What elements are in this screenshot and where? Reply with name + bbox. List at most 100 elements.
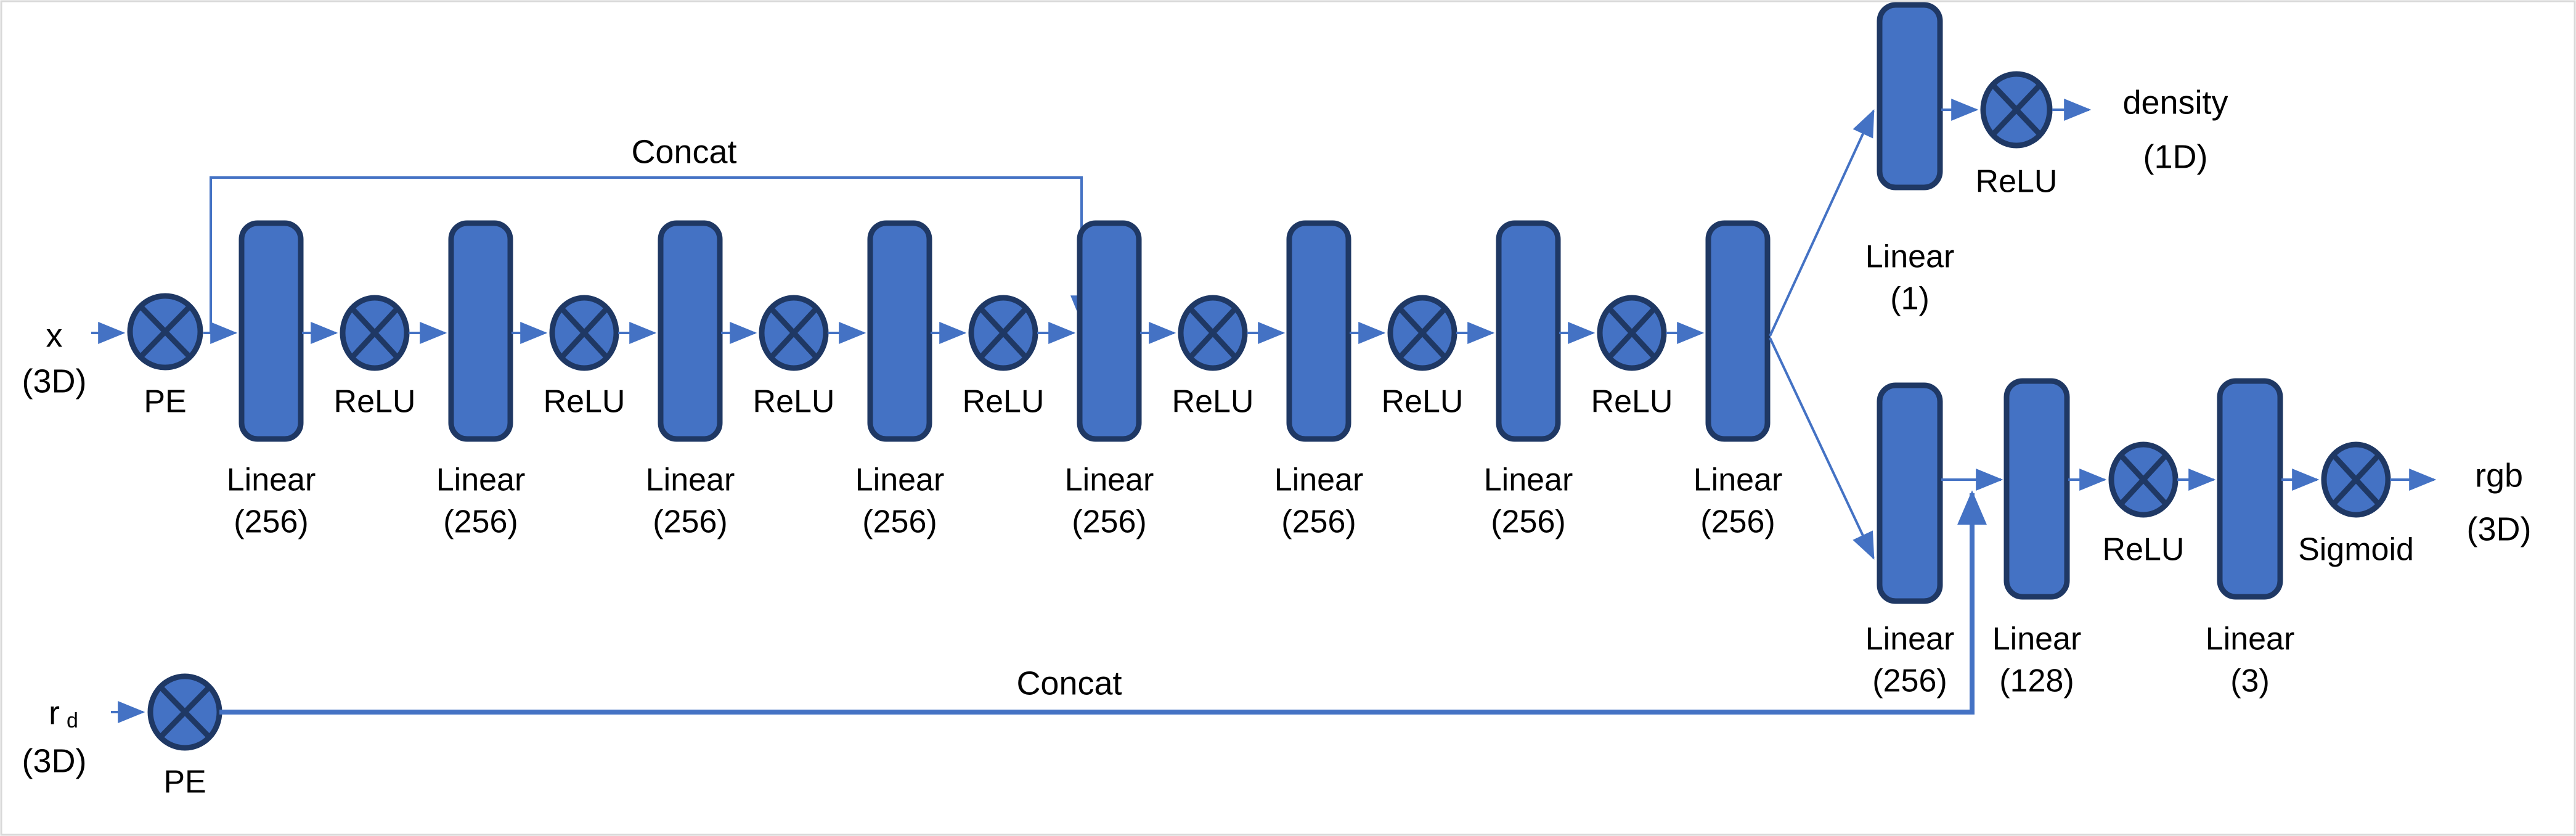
pe-direction-label: PE [163, 764, 206, 800]
trunk-linear-6: Linear (256) [1274, 220, 1364, 540]
trunk-relu-1-cross-b [349, 306, 400, 360]
rgb-sigmoid: Sigmoid [2298, 441, 2414, 568]
input-rd-symbol: r [49, 694, 60, 731]
trunk-relu-1-label: ReLU [334, 384, 416, 420]
rgb-linear-128: Linear (128) [1992, 378, 2082, 699]
trunk-relu-6-cross-b [1397, 306, 1448, 360]
trunk-linear-2-label: Linear [436, 462, 526, 498]
rgb-relu: ReLU [2103, 441, 2185, 568]
rgb-linear-128-units: (128) [1999, 663, 2074, 699]
trunk-linear-5-block [1077, 220, 1142, 442]
rgb-linear-3-units: (3) [2230, 663, 2270, 699]
pe-position-node: PE [127, 293, 203, 420]
rgb-linear-256-label: Linear [1865, 621, 1955, 657]
output-rgb-label: rgb [2475, 457, 2523, 494]
rgb-linear-3-block [2217, 378, 2283, 600]
trunk-relu-4: ReLU [963, 295, 1045, 420]
trunk-linear-4: Linear (256) [855, 220, 945, 540]
trunk-relu-2-label: ReLU [544, 384, 626, 420]
fork-wire-to-rgb-branch [1769, 337, 1875, 560]
trunk-linear-7-units: (256) [1491, 504, 1565, 540]
density-linear-block [1877, 2, 1943, 191]
pe-direction-cross-b [158, 684, 212, 740]
trunk-linear-8-units: (256) [1700, 504, 1775, 540]
trunk-linear-4-units: (256) [862, 504, 937, 540]
trunk-linear-4-label: Linear [855, 462, 945, 498]
trunk-linear-3-block [658, 220, 723, 442]
output-density-label: density [2122, 84, 2228, 121]
trunk-linear-2-block [448, 220, 513, 442]
trunk-linear-2-units: (256) [443, 504, 518, 540]
trunk-linear-1-block [238, 220, 304, 442]
rgb-relu-label: ReLU [2103, 532, 2185, 568]
density-relu-cross-b [1990, 82, 2043, 137]
output-rgb-dims: (3D) [2467, 510, 2532, 547]
trunk-linear-1-units: (256) [234, 504, 308, 540]
trunk-linear-1: Linear (256) [227, 220, 316, 540]
input-x-dims: (3D) [22, 363, 87, 400]
pe-position-label: PE [144, 384, 186, 420]
rgb-linear-128-label: Linear [1992, 621, 2082, 657]
trunk-relu-4-label: ReLU [963, 384, 1045, 420]
rgb-linear-256-units: (256) [1872, 663, 1947, 699]
trunk-linear-3-label: Linear [646, 462, 735, 498]
rgb-linear-256-block [1877, 382, 1943, 604]
trunk-linear-6-units: (256) [1281, 504, 1356, 540]
density-relu-label: ReLU [1976, 164, 2058, 200]
concat-top-skip-wire [210, 176, 1093, 333]
concat-bottom-skip-wire [219, 490, 1987, 715]
trunk-relu-3: ReLU [753, 295, 835, 420]
trunk-linear-5-label: Linear [1065, 462, 1154, 498]
trunk-linear-6-block [1286, 220, 1351, 442]
trunk-linear-2: Linear (256) [436, 220, 526, 540]
trunk-relu-2: ReLU [544, 295, 626, 420]
trunk-linear-7-label: Linear [1484, 462, 1573, 498]
concat-bottom-label: Concat [1016, 665, 1122, 702]
density-relu: ReLU [1976, 71, 2058, 200]
density-linear-units: (1) [1890, 281, 1930, 317]
input-direction-group: r d (3D) [22, 694, 87, 779]
trunk-linear-5: Linear (256) [1065, 220, 1154, 540]
trunk-relu-7: ReLU [1591, 295, 1673, 420]
trunk-relu-4-cross-b [978, 306, 1029, 360]
trunk-relu-5-label: ReLU [1172, 384, 1254, 420]
trunk-relu-3-cross-b [768, 306, 819, 360]
rgb-linear-3-label: Linear [2206, 621, 2295, 657]
pe-position-cross-b [138, 304, 192, 359]
pe-direction-node: PE [147, 673, 222, 800]
input-rd-subscript: d [67, 709, 78, 732]
density-linear-label: Linear [1865, 239, 1955, 275]
rgb-sigmoid-cross-b [2331, 453, 2381, 507]
trunk-relu-5: ReLU [1172, 295, 1254, 420]
trunk-linear-8: Linear (256) [1694, 220, 1783, 540]
trunk-relu-3-label: ReLU [753, 384, 835, 420]
trunk-linear-4-block [867, 220, 932, 442]
trunk-relu-7-cross-b [1607, 306, 1657, 360]
trunk-linear-8-label: Linear [1694, 462, 1783, 498]
trunk-linear-3-units: (256) [653, 504, 727, 540]
trunk-relu-5-cross-b [1188, 306, 1238, 360]
rgb-sigmoid-label: Sigmoid [2298, 532, 2414, 568]
trunk-relu-6-label: ReLU [1382, 384, 1464, 420]
output-density-dims: (1D) [2143, 138, 2208, 175]
rgb-linear-3: Linear (3) [2206, 378, 2295, 699]
trunk-linear-7: Linear (256) [1484, 220, 1573, 540]
trunk-linear-8-block [1705, 220, 1771, 442]
density-linear: Linear (1) [1865, 2, 1955, 317]
fork-wire-to-density-branch [1769, 109, 1875, 337]
trunk-linear-1-label: Linear [227, 462, 316, 498]
rgb-linear-256: Linear (256) [1865, 382, 1955, 699]
trunk-relu-6: ReLU [1382, 295, 1464, 420]
trunk-linear-7-block [1496, 220, 1561, 442]
trunk-linear-6-label: Linear [1274, 462, 1364, 498]
trunk-relu-2-cross-b [559, 306, 609, 360]
input-x-symbol: x [46, 317, 63, 354]
input-rd-dims: (3D) [22, 742, 87, 779]
trunk-linear-5-units: (256) [1072, 504, 1146, 540]
trunk-linear-3: Linear (256) [646, 220, 735, 540]
rgb-relu-cross-b [2118, 453, 2169, 507]
trunk-relu-1: ReLU [334, 295, 416, 420]
